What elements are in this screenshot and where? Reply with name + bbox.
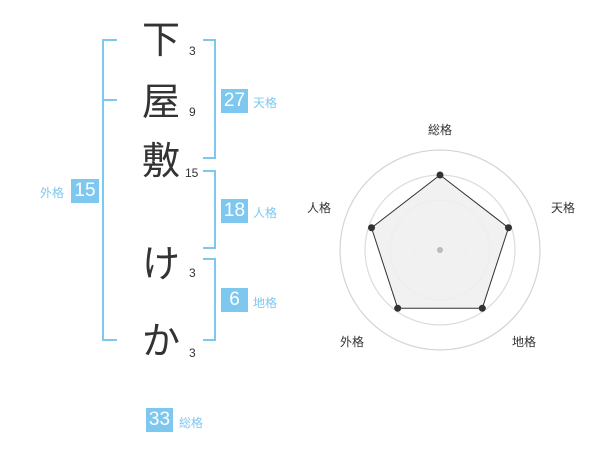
radar-axis-label-gaikaku: 外格: [340, 335, 365, 349]
soukaku-label: 総格: [179, 416, 204, 430]
name-char-5: か: [142, 319, 181, 363]
radar-axis-label-chikaku: 地格: [512, 335, 537, 349]
stroke-count-5: 3: [189, 346, 196, 360]
name-char-4: け: [142, 242, 181, 286]
radar-axis-label-soukaku: 総格: [428, 123, 453, 137]
stroke-count-4: 3: [189, 266, 196, 280]
stroke-count-3: 15: [185, 166, 199, 180]
stroke-count-2: 9: [189, 105, 196, 119]
chikaku-label: 地格: [253, 296, 278, 310]
radar-point-jinkaku: [368, 224, 376, 232]
gaikaku-label: 外格: [40, 186, 65, 200]
brackets: [102, 39, 216, 341]
chikaku-value: 6: [221, 288, 248, 312]
radar-chart: [339, 149, 541, 351]
tenkaku-bracket: [203, 39, 216, 159]
chikaku-bracket: [203, 258, 216, 341]
jinkaku-label: 人格: [253, 206, 278, 220]
gaikaku-value: 15: [71, 179, 99, 203]
stroke-count-1: 3: [189, 44, 196, 58]
radar-point-soukaku: [436, 171, 444, 179]
name-char-2: 屋: [142, 80, 181, 124]
name-char-3: 敷: [142, 139, 181, 183]
radar-point-tenkaku: [504, 224, 512, 232]
soukaku-value: 33: [146, 408, 173, 432]
radar-point-gaikaku: [394, 304, 402, 312]
name-char-1: 下: [142, 18, 181, 62]
radar-center-point: [437, 247, 443, 253]
radar-polygon: [370, 174, 510, 309]
gaikaku-bracket: [102, 39, 117, 341]
tenkaku-value: 27: [221, 89, 248, 113]
radar-ring-4: [339, 149, 541, 351]
tenkaku-label: 天格: [253, 96, 278, 110]
radar-axis-label-jinkaku: 人格: [307, 201, 332, 215]
jinkaku-value: 18: [221, 199, 248, 223]
radar-axis-label-tenkaku: 天格: [551, 201, 576, 215]
jinkaku-bracket: [203, 170, 216, 249]
radar-point-chikaku: [478, 304, 486, 312]
